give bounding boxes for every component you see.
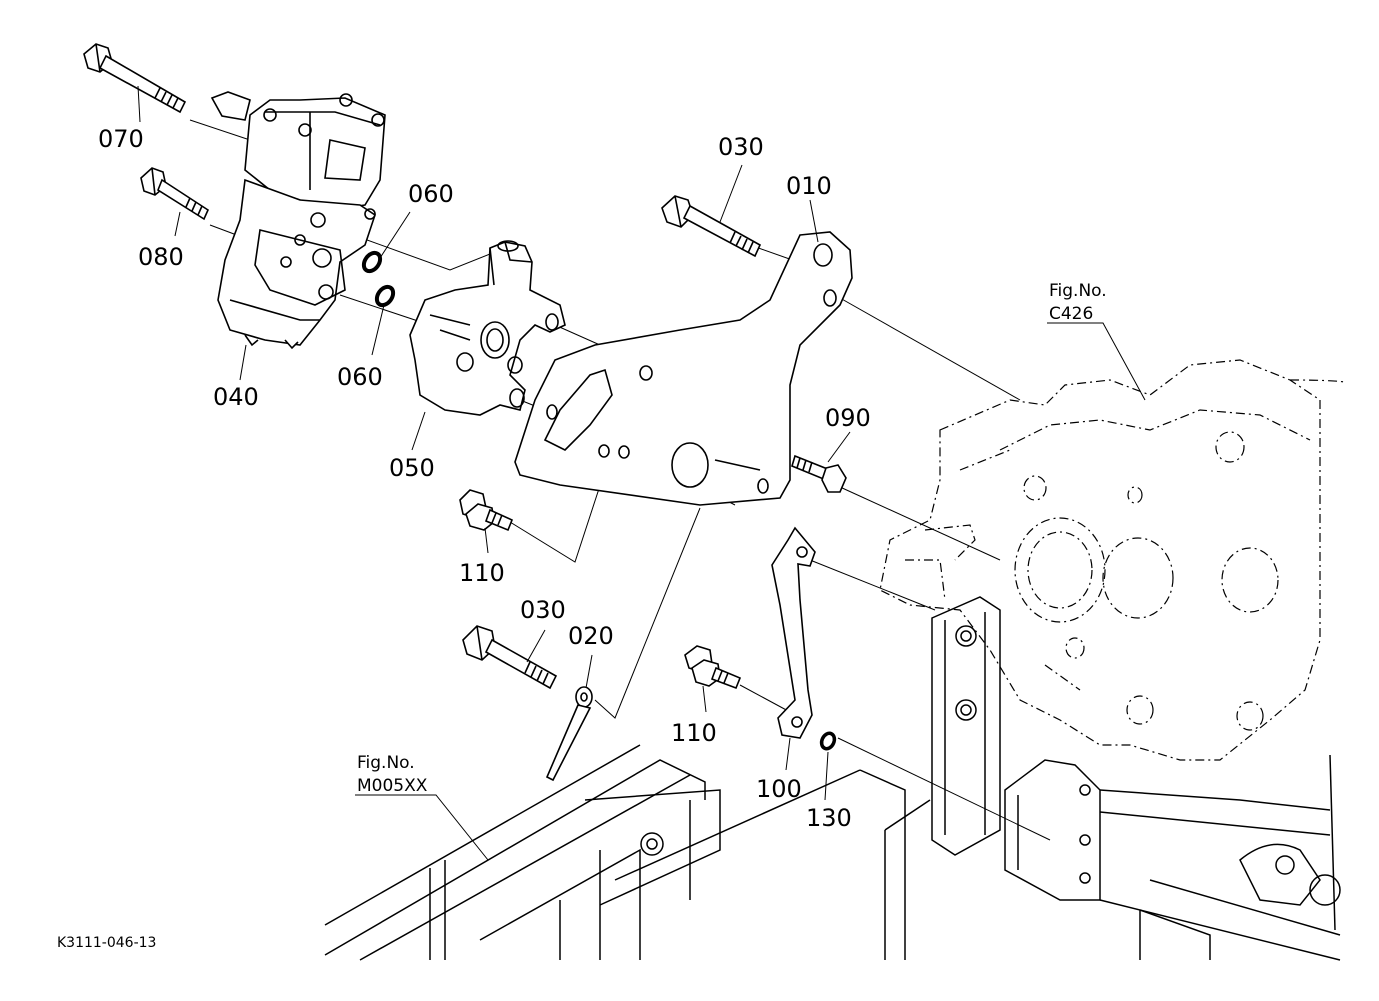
bolt-110-upper [459,489,514,532]
label-090: 090 [825,404,871,432]
label-080: 080 [138,243,184,271]
label-030-upper: 030 [718,133,764,161]
label-060-upper: 060 [408,180,454,208]
label-110-upper: 110 [459,559,505,587]
washer-130 [819,731,837,751]
bolt-070 [83,43,187,114]
bolt-030-upper [661,195,762,258]
bolt-030-lower [462,625,558,690]
hydraulic-pump-040 [210,91,386,350]
label-050: 050 [389,454,435,482]
clip-020 [545,686,593,782]
leader-lines [137,85,1146,861]
label-030-lower: 030 [520,596,566,624]
bracket-plate-010 [514,231,853,506]
fig-ref-m005xx: Fig.No. M005XX [357,753,428,796]
label-020: 020 [568,622,614,650]
bolt-110-lower [684,645,742,690]
label-040: 040 [213,383,259,411]
bolt-080 [140,167,210,221]
label-060-lower: 060 [337,363,383,391]
fig-ref-c426: Fig.No. C426 [1049,281,1107,324]
fig-ref-c426-number: C426 [1049,304,1093,324]
fig-ref-m005xx-number: M005XX [357,776,428,796]
mount-bracket-plates [931,596,1341,931]
label-010: 010 [786,172,832,200]
label-110-lower: 110 [671,719,717,747]
diagram-code: K3111-046-13 [57,935,156,951]
label-070: 070 [98,125,144,153]
rod-100 [771,526,816,739]
fig-ref-m005xx-label: Fig.No. [357,753,415,773]
bolt-090 [791,454,847,493]
label-130: 130 [806,804,852,832]
o-ring-060-lower [374,284,396,308]
chassis-frame [324,744,1341,961]
engine-gear-case [879,359,1346,761]
valve-body-050 [409,240,566,416]
o-ring-060-upper [361,250,383,274]
fig-ref-c426-label: Fig.No. [1049,281,1107,301]
label-100: 100 [756,775,802,803]
callout-labels: 070 080 040 060 060 050 030 010 090 110 … [98,125,871,832]
